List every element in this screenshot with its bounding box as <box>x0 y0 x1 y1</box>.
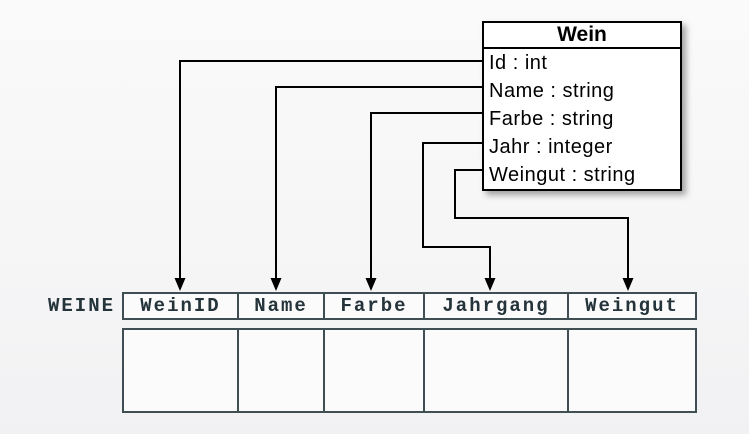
arrowhead-icon <box>174 278 186 291</box>
mapping-arrow-id-weinid <box>179 60 482 279</box>
class-attribute: Jahr : integer <box>489 136 613 158</box>
arrowhead-icon <box>484 278 496 291</box>
mapping-arrow-jahr-jahrgang <box>422 142 491 279</box>
column-header-weingut: Weingut <box>567 294 695 318</box>
body-cell-weingut <box>567 330 695 411</box>
column-header-name: Name <box>237 294 323 318</box>
mapping-arrow-weingut-weingut <box>454 169 629 279</box>
body-cell-weinid <box>124 330 237 411</box>
table-body-row <box>122 328 697 413</box>
class-attribute: Name : string <box>489 80 615 102</box>
table-name-label: WEINE <box>47 295 115 317</box>
body-cell-farbe <box>323 330 423 411</box>
arrowhead-icon <box>365 278 377 291</box>
class-attribute: Weingut : string <box>489 164 636 186</box>
class-attribute: Farbe : string <box>489 108 614 130</box>
mapping-arrow-farbe-farbe <box>370 112 482 279</box>
body-cell-name <box>237 330 323 411</box>
column-header-jahrgang: Jahrgang <box>423 294 567 318</box>
column-header-farbe: Farbe <box>323 294 423 318</box>
arrowhead-icon <box>270 278 282 291</box>
column-header-weinid: WeinID <box>140 295 221 317</box>
class-attribute: Id : int <box>489 52 548 74</box>
class-title: Wein <box>484 23 680 49</box>
mapping-arrow-name-name <box>275 86 482 279</box>
arrowhead-icon <box>622 278 634 291</box>
body-cell-jahrgang <box>423 330 567 411</box>
